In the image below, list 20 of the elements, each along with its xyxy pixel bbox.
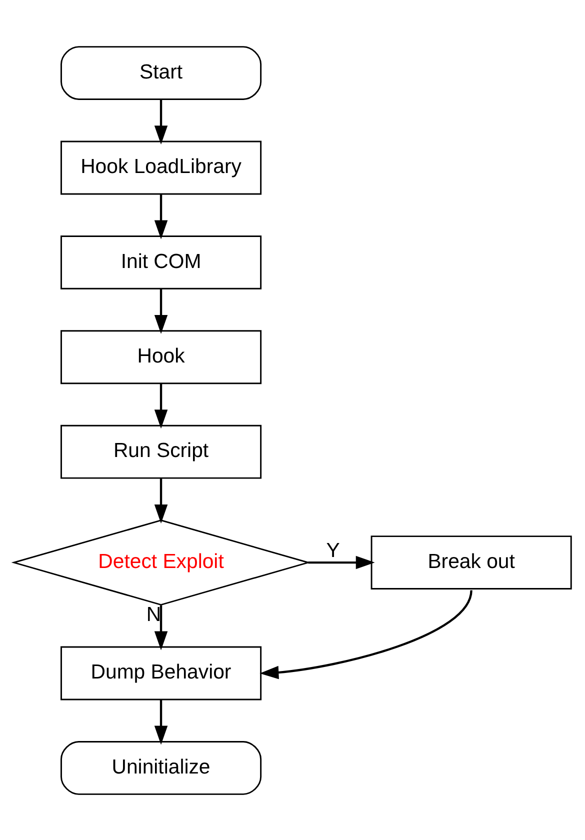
arrow [260,589,472,679]
arrow [154,99,168,144]
node-box: Hook LoadLibrary [60,140,262,194]
node-box: Start [60,46,262,100]
node-box: Run Script [60,424,262,478]
node-box: Break out [370,535,572,589]
arrow [154,383,168,428]
node-box: Hook [60,330,262,384]
arrow [154,288,168,334]
node-diamond: Detect Exploit [11,519,311,606]
node-box: Uninitialize [60,740,262,794]
arrow [154,604,168,650]
node-box: Dump Behavior [60,646,262,700]
arrow [154,699,168,744]
node-box: Init COM [60,234,262,289]
edge-label: Y [326,540,340,562]
arrow [308,555,375,569]
arrow [154,194,168,239]
arrow [154,478,168,523]
edge-label: N [146,603,162,626]
